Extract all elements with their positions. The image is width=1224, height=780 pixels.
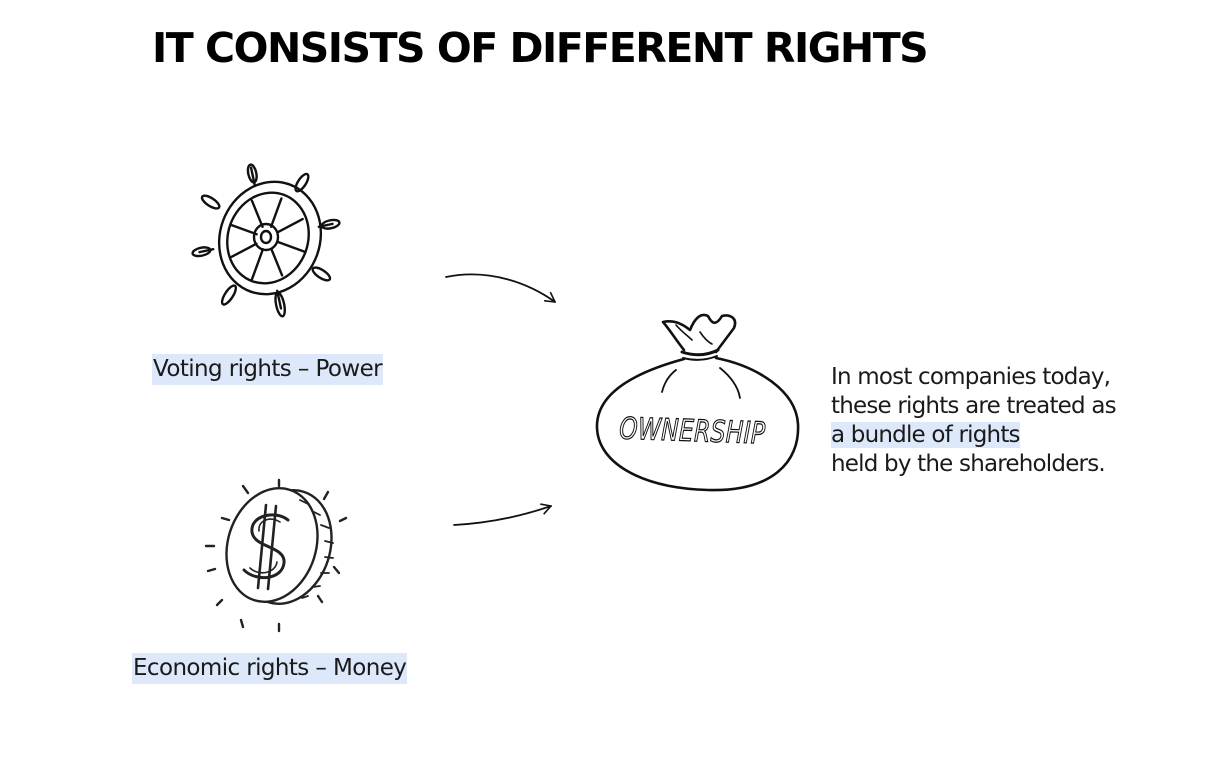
economic-rights-label: Economic rights – Money — [132, 653, 407, 684]
money-bag-icon — [597, 315, 798, 490]
arrow-voting-to-ownership — [446, 274, 555, 302]
ship-wheel-icon — [159, 133, 371, 346]
description-line-3-highlight: a bundle of rights — [831, 422, 1020, 448]
ownership-label: OWNERSHIP — [619, 411, 766, 451]
description-line-4: held by the shareholders. — [831, 450, 1116, 479]
voting-rights-label: Voting rights – Power — [152, 354, 383, 385]
description-line-2: these rights are treated as — [831, 392, 1116, 421]
description-text: In most companies today, these rights ar… — [831, 363, 1116, 479]
description-line-1: In most companies today, — [831, 363, 1116, 392]
dollar-coin-icon — [206, 476, 346, 631]
arrow-economic-to-ownership — [454, 506, 551, 525]
